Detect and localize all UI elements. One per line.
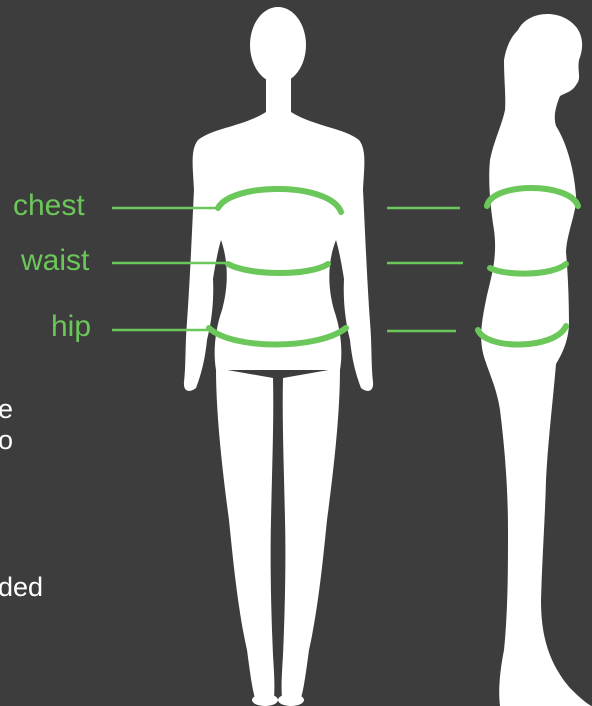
side-silhouette (481, 14, 592, 706)
front-left-leg (216, 368, 274, 698)
front-torso (184, 112, 373, 391)
front-neck (266, 70, 291, 115)
front-left-foot (252, 694, 278, 706)
front-silhouette (184, 7, 373, 706)
front-right-foot (278, 694, 304, 706)
front-right-leg (282, 368, 340, 698)
side-body (481, 14, 592, 706)
